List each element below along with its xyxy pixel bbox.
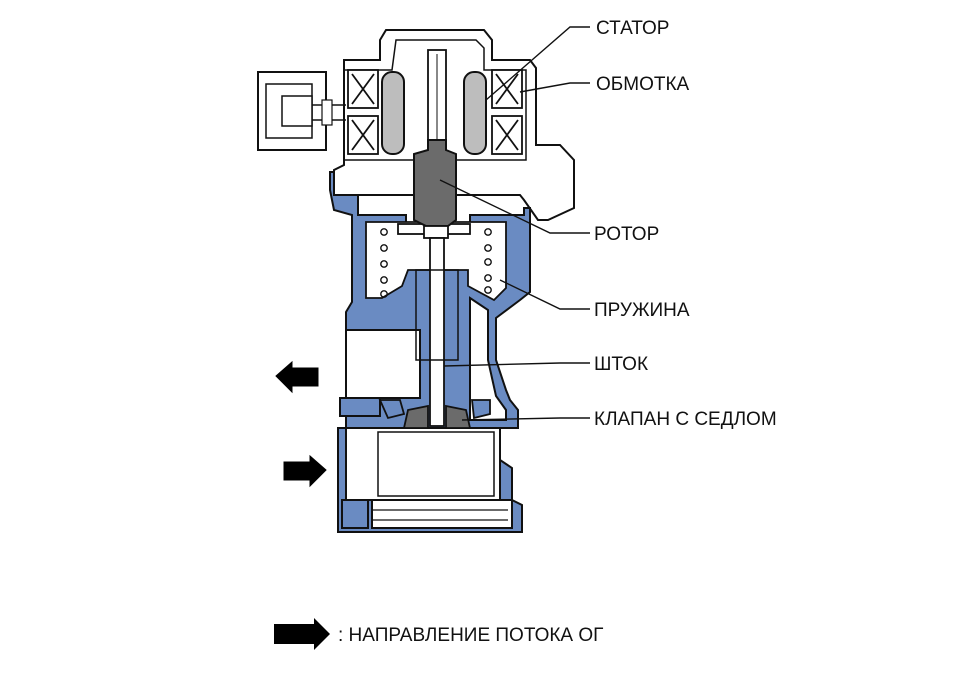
- label-valve-seat: КЛАПАН С СЕДЛОМ: [594, 409, 777, 430]
- guide-tube: [427, 49, 447, 151]
- label-spring: ПРУЖИНА: [594, 300, 690, 321]
- label-stator: СТАТОР: [596, 18, 669, 39]
- outlet-arrow: [275, 360, 319, 394]
- coil-windings: [347, 69, 523, 155]
- electrical-connector: [257, 71, 346, 151]
- valve-seat: [378, 399, 491, 429]
- legend-text: : НАПРАВЛЕНИЕ ПОТОКА ОГ: [338, 625, 603, 646]
- label-winding: ОБМОТКА: [596, 74, 690, 95]
- inlet-arrow: [283, 454, 327, 488]
- stem: [415, 225, 459, 427]
- label-rotor: РОТОР: [594, 224, 659, 245]
- flow-arrows: [275, 360, 327, 488]
- leader-lines: [439, 26, 590, 421]
- spring: [380, 228, 492, 298]
- rotor: [413, 139, 457, 227]
- label-stem: ШТОК: [594, 354, 648, 375]
- legend-arrow-icon: [274, 618, 330, 650]
- stator: [381, 71, 487, 155]
